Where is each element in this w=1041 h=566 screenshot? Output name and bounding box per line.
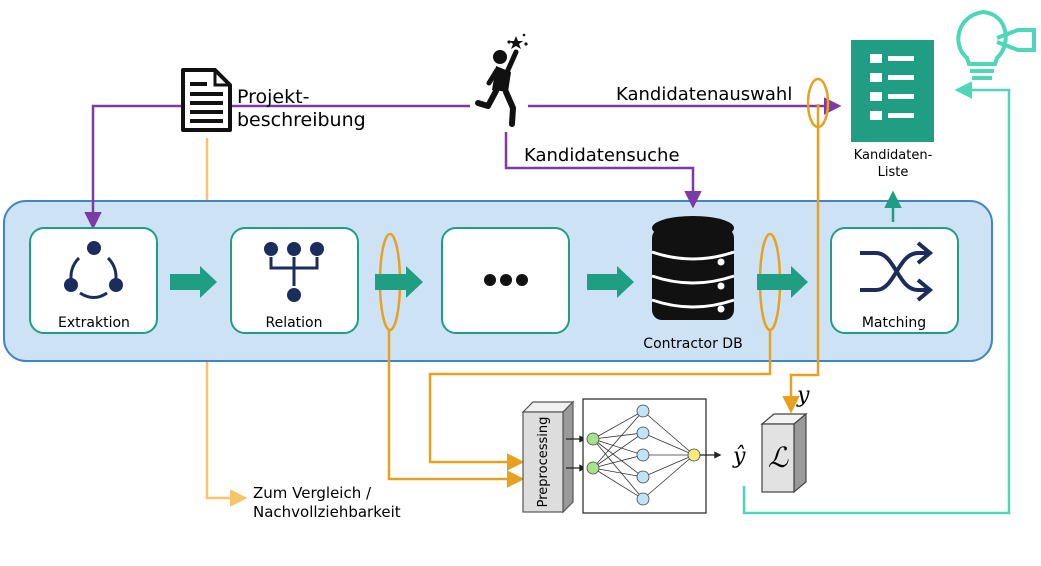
preprocessing-block: Preprocessing bbox=[521, 400, 575, 514]
stage-more bbox=[441, 227, 570, 334]
stage-database: Contractor DB bbox=[643, 216, 743, 352]
comparison-label-line1: Zum Vergleich / bbox=[253, 484, 372, 502]
ground-truth-label: y bbox=[796, 383, 810, 408]
lightbulb-icon bbox=[956, 9, 1036, 80]
nn-hidden-node bbox=[636, 426, 650, 440]
relation-to-preprocessing-connector bbox=[387, 330, 525, 488]
pipeline-arrow-3 bbox=[587, 266, 634, 298]
candidate-selection-label: Kandidatenauswahl bbox=[616, 84, 792, 105]
candidate-list-label-line2: Liste bbox=[878, 165, 909, 180]
loss-label: ℒ bbox=[768, 441, 789, 474]
candidate-search-label: Kandidatensuche bbox=[524, 145, 680, 166]
selection-to-loss-connector bbox=[782, 104, 820, 414]
document-icon bbox=[181, 68, 232, 132]
loss-block: ℒ bbox=[760, 412, 808, 494]
ellipsis-icon bbox=[484, 274, 528, 286]
preprocessing-label: Preprocessing bbox=[536, 417, 551, 508]
stage-extraction-label: Extraktion bbox=[58, 315, 130, 331]
nn-hidden-node bbox=[636, 470, 650, 484]
stage-extraction: Extraktion bbox=[29, 227, 158, 334]
feedback-connector bbox=[742, 81, 1011, 515]
project-to-extraction-connector bbox=[84, 104, 470, 230]
stage-matching: Matching bbox=[830, 227, 959, 334]
reaching-person-icon bbox=[475, 33, 528, 127]
nn-hidden-node bbox=[636, 492, 650, 506]
pipeline-arrow-4 bbox=[757, 266, 808, 298]
nn-output-node bbox=[687, 448, 701, 462]
project-description-label-line2: beschreibung bbox=[237, 109, 366, 131]
selection-data-tap bbox=[806, 77, 830, 129]
prediction-label: ŷ bbox=[732, 444, 746, 469]
database-icon bbox=[651, 216, 735, 320]
pipeline-arrows bbox=[170, 266, 808, 298]
contractor-db-label: Contractor DB bbox=[643, 336, 742, 352]
pipeline-arrow-2 bbox=[375, 266, 423, 298]
pipeline-arrow-1 bbox=[170, 266, 217, 298]
project-description-label-line1: Projekt- bbox=[237, 86, 309, 108]
nn-hidden-node bbox=[636, 404, 650, 418]
db-to-preprocessing-connector bbox=[428, 330, 772, 471]
stage-matching-label: Matching bbox=[862, 315, 926, 331]
hierarchy-icon bbox=[264, 242, 324, 302]
network-cycle-icon bbox=[64, 241, 123, 299]
nn-hidden-node bbox=[636, 448, 650, 462]
neural-network bbox=[582, 398, 707, 514]
comparison-label-line2: Nachvollziehbarkeit bbox=[253, 503, 401, 521]
nn-input-node bbox=[586, 461, 600, 475]
shuffle-icon bbox=[860, 241, 934, 302]
candidate-search-connector bbox=[504, 132, 702, 209]
stage-relation: Relation bbox=[230, 227, 359, 334]
candidate-list-label-line1: Kandidaten- bbox=[854, 148, 933, 163]
stage-relation-label: Relation bbox=[266, 315, 323, 331]
checklist-icon bbox=[851, 40, 934, 142]
nn-input-node bbox=[586, 432, 600, 446]
